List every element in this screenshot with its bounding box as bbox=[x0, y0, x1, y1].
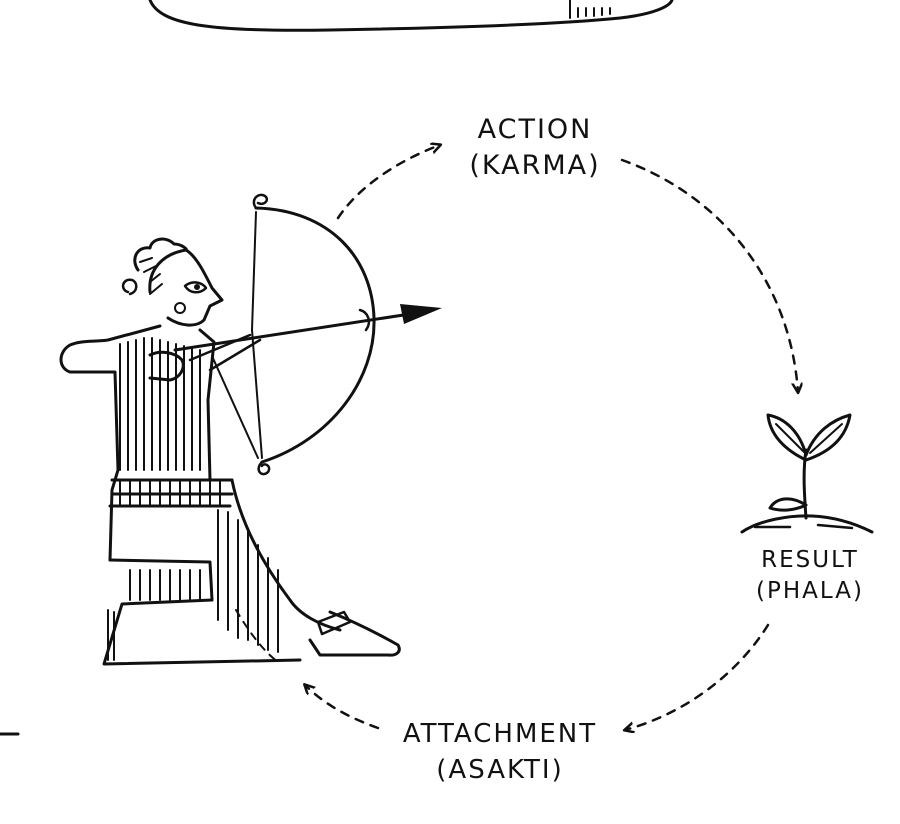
node-action: ACTION (KARMA) bbox=[440, 112, 630, 184]
node-result-label: RESULT bbox=[761, 547, 859, 573]
arrow-archer-to-action bbox=[336, 145, 440, 220]
node-attachment: ATTACHMENT (ASAKTI) bbox=[380, 716, 620, 788]
arrow-attachment-to-archer bbox=[305, 685, 380, 730]
node-attachment-sublabel: (ASAKTI) bbox=[436, 755, 564, 785]
sprout-illustration bbox=[740, 413, 874, 534]
node-result-sublabel: (PHALA) bbox=[756, 578, 864, 604]
node-action-sublabel: (KARMA) bbox=[469, 150, 601, 181]
node-attachment-label: ATTACHMENT bbox=[402, 719, 598, 749]
bow-and-arrow bbox=[173, 193, 442, 476]
archer-illustration bbox=[59, 237, 401, 666]
node-action-label: ACTION bbox=[477, 114, 593, 145]
arrow-result-to-attachment bbox=[625, 623, 770, 730]
node-result: RESULT (PHALA) bbox=[735, 545, 885, 607]
top-cropped-shape bbox=[148, 0, 674, 32]
arrow-action-to-result bbox=[620, 158, 798, 392]
